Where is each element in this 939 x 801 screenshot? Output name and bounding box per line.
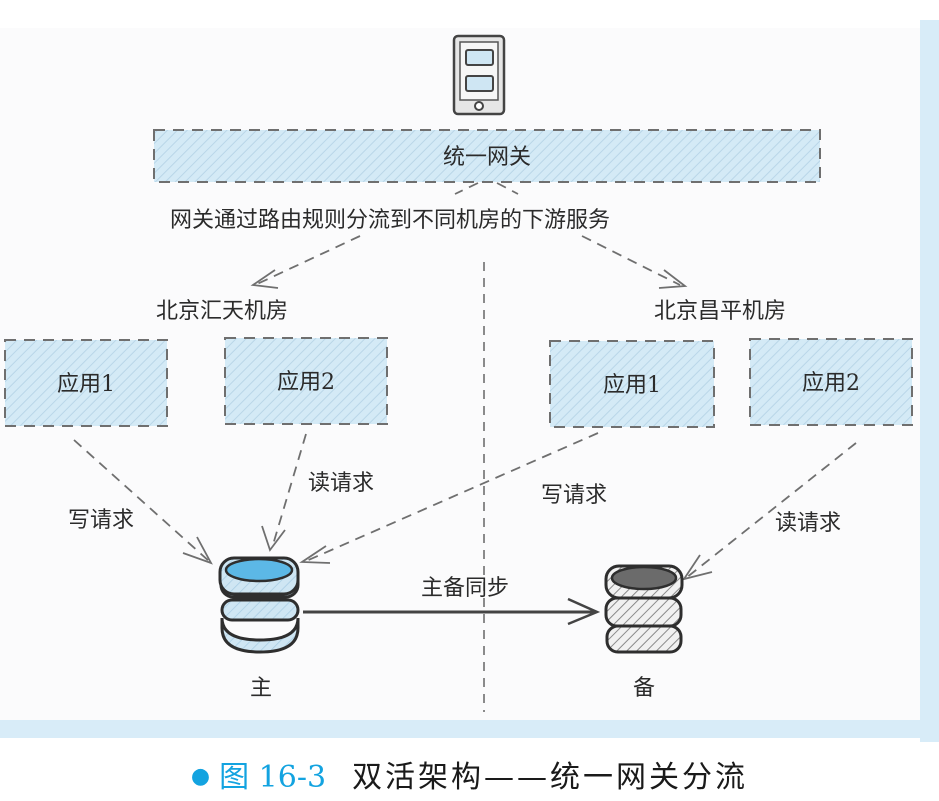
routing-arrow-right-top	[496, 182, 519, 195]
arrow-left-read	[271, 433, 307, 549]
figure-title: 双活架构——统一网关分流	[352, 760, 749, 795]
routing-arrow-right	[581, 235, 681, 286]
backup-database-label: 备	[633, 676, 655, 701]
app-box-left-2: 应用2	[224, 337, 388, 425]
app-label: 应用2	[277, 370, 335, 395]
sync-arrow	[303, 597, 601, 626]
routing-arrow-left	[254, 235, 361, 286]
app-box-shape	[4, 339, 168, 427]
gateway-box-shape	[153, 129, 821, 183]
panel-border-right	[920, 20, 939, 742]
app-box-left-1: 应用1	[4, 339, 168, 427]
app-box-shape	[224, 337, 388, 425]
arrow-right-write	[303, 432, 599, 563]
routing-arrow-left-top	[454, 182, 479, 195]
arrowhead-left	[250, 269, 279, 289]
left-read-request-label: 读请求	[308, 471, 374, 496]
datacenter-name-right: 北京昌平机房	[654, 299, 786, 324]
app-label: 应用1	[57, 372, 115, 397]
master-database-icon	[218, 556, 300, 654]
arrow-right-read	[685, 442, 857, 579]
arrowhead	[299, 545, 331, 564]
app-label: 应用2	[802, 371, 860, 396]
arrowhead	[182, 536, 213, 565]
app-box-shape	[749, 338, 913, 426]
routing-note: 网关通过路由规则分流到不同机房的下游服务	[170, 208, 610, 233]
right-write-request-label: 写请求	[541, 483, 607, 508]
panel-border-bottom	[0, 720, 939, 738]
mobile-phone-icon	[452, 34, 506, 116]
architecture-diagram: 统一网关 网关通过路由规则分流到不同机房的下游服务 北京汇天机房 北京昌平机房 …	[4, 34, 913, 712]
app-box-right-2: 应用2	[749, 338, 913, 426]
backup-database-icon	[604, 564, 684, 654]
figure-number: 图 16-3	[219, 760, 327, 795]
app-box-shape	[549, 340, 715, 428]
arrowhead	[261, 525, 286, 552]
figure-caption: ●图 16-3 双活架构——统一网关分流	[0, 752, 939, 796]
left-write-request-label: 写请求	[68, 508, 134, 533]
right-read-request-label: 读请求	[775, 511, 841, 536]
master-database-label: 主	[250, 676, 272, 701]
request-arrows	[73, 432, 857, 581]
caption-bullet: ●	[190, 764, 214, 789]
datacenter-name-left: 北京汇天机房	[156, 299, 288, 324]
routing-arrows	[250, 182, 688, 289]
arrow-left-write	[73, 439, 211, 563]
gateway-label: 统一网关	[443, 145, 531, 170]
app-box-right-1: 应用1	[549, 340, 715, 428]
sync-label: 主备同步	[421, 576, 509, 601]
gateway-box: 统一网关	[153, 129, 821, 183]
arrowhead-right	[658, 269, 688, 289]
app-label: 应用1	[603, 373, 661, 398]
arrowhead	[681, 554, 713, 581]
